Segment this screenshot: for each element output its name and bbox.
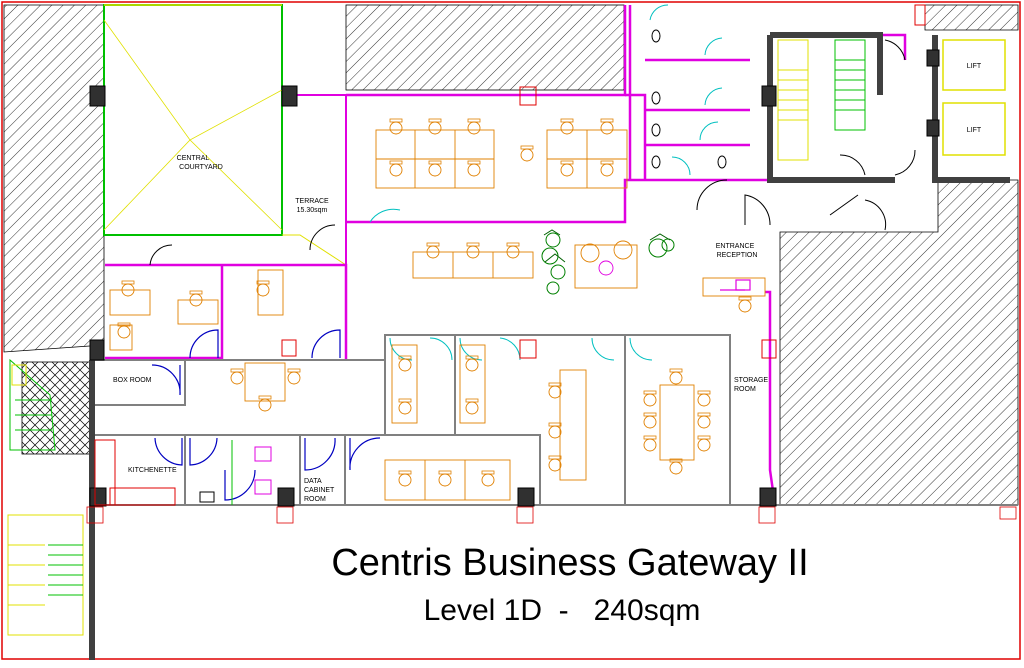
storage-label-1: STORAGE — [734, 377, 768, 384]
walls — [105, 5, 907, 506]
stairs-upper — [777, 39, 866, 161]
courtyard-label-2: COURTYARD — [179, 164, 223, 171]
hatched-zones — [3, 4, 1019, 506]
columns — [89, 49, 940, 507]
room-labels: CENTRAL COURTYARD TERRACE 15.30sqm ENTRA… — [113, 63, 982, 503]
data-cabinet-label-3: ROOM — [304, 496, 326, 503]
lift-label-1: LIFT — [967, 63, 982, 70]
storage-label-2: ROOM — [734, 386, 756, 393]
lift-shafts — [942, 39, 1006, 156]
kitchenette-label: KITCHENETTE — [128, 467, 177, 474]
plan-title: Centris Business Gateway II — [331, 542, 808, 584]
plan-subtitle: Level 1D - 240sqm — [424, 594, 701, 627]
glass-doors — [369, 208, 653, 361]
reception-desk — [720, 279, 751, 291]
entrance-label-1: ENTRANCE — [716, 243, 755, 250]
entrance-doors — [149, 39, 916, 266]
data-cabinet-label-1: DATA — [304, 478, 322, 485]
lift-label-2: LIFT — [967, 127, 982, 134]
courtyard-label-1: CENTRAL — [177, 155, 210, 162]
stairs-lower — [7, 514, 84, 636]
terrace-label-1: TERRACE — [295, 198, 329, 205]
structural-walls — [92, 334, 1018, 506]
office-furniture — [109, 269, 766, 501]
stairs-left — [9, 358, 56, 451]
box-room-label: BOX ROOM — [113, 377, 152, 384]
central-courtyard — [103, 4, 347, 266]
toilets — [649, 4, 727, 176]
doors — [151, 329, 381, 501]
kitchen-fixtures — [199, 440, 272, 505]
workstations-middle — [412, 240, 638, 289]
plants — [541, 229, 675, 295]
terrace-label-2: 15.30sqm — [297, 207, 328, 214]
workstations-north — [375, 118, 628, 189]
red-boxes — [94, 4, 926, 506]
structural-markers — [86, 506, 1017, 524]
entrance-label-2: RECEPTION — [717, 252, 758, 259]
data-cabinet-label-2: CABINET — [304, 487, 335, 494]
